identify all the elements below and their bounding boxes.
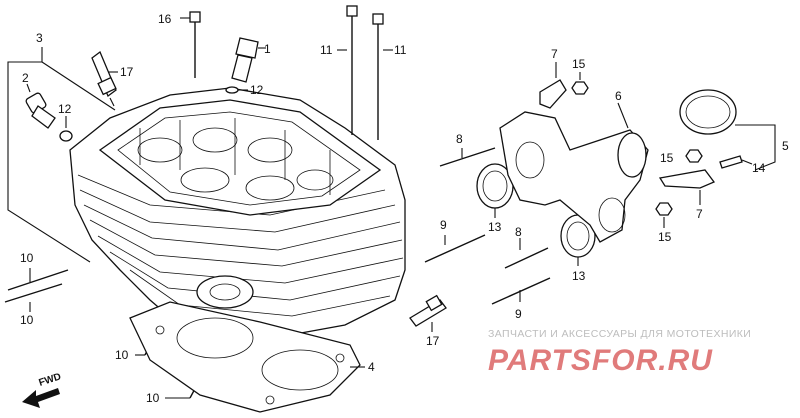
callout-11-left: 11 — [320, 43, 333, 57]
callout-11-right: 11 — [394, 43, 407, 57]
part-5-clamp — [679, 89, 776, 171]
callout-12-top: 12 — [250, 83, 264, 97]
callout-8-right: 8 — [515, 225, 522, 239]
callout-1: 1 — [264, 42, 271, 56]
callout-15-mid: 15 — [660, 151, 674, 165]
part-15-nuts — [571, 72, 703, 228]
callout-16: 16 — [158, 12, 172, 26]
callout-15-top: 15 — [572, 57, 586, 71]
part-7-bracket-right — [658, 169, 716, 205]
part-14-screw — [719, 155, 753, 169]
callout-12-left: 12 — [58, 102, 72, 116]
callout-14: 14 — [752, 161, 766, 175]
fwd-label: FWD — [38, 371, 63, 389]
callout-9-right: 9 — [515, 307, 522, 321]
callout-13-left: 13 — [488, 220, 502, 234]
callout-10-a: 10 — [20, 251, 34, 265]
callout-10-b: 10 — [20, 313, 34, 327]
callout-17-bottom: 17 — [426, 334, 440, 348]
forward-direction-indicator: FWD — [22, 371, 63, 408]
watermark-subtitle: ЗАПЧАСТИ И АКСЕССУАРЫ ДЛЯ МОТОТЕХНИКИ — [488, 328, 751, 340]
watermark: ЗАПЧАСТИ И АКСЕССУАРЫ ДЛЯ МОТОТЕХНИКИ PA… — [488, 328, 751, 377]
part-1-plug — [231, 37, 266, 83]
part-12-o-ring-top — [225, 86, 248, 94]
callout-10-d: 10 — [146, 391, 160, 405]
callout-15-bottom: 15 — [658, 230, 672, 244]
part-2-plug — [25, 83, 56, 129]
callout-9-left: 9 — [440, 218, 447, 232]
callout-labels: 3 2 12 17 16 1 12 11 11 10 10 10 10 4 17… — [20, 12, 789, 405]
cylinder-head — [69, 87, 406, 341]
callout-10-c: 10 — [115, 348, 129, 362]
part-4-head-gasket — [129, 301, 365, 413]
callout-3: 3 — [36, 31, 43, 45]
callout-8-top: 8 — [456, 132, 463, 146]
watermark-brand: PARTSFOR.RU — [488, 344, 713, 377]
callout-6: 6 — [615, 89, 622, 103]
part-16-bolt — [180, 11, 201, 78]
part-13-gaskets — [476, 163, 596, 266]
fwd-arrow-icon — [22, 388, 60, 408]
part-17-spark-plug-bottom — [409, 294, 447, 332]
part-11-studs — [337, 5, 393, 140]
callout-4: 4 — [368, 360, 375, 374]
callout-7-top: 7 — [551, 47, 558, 61]
callout-13-right: 13 — [572, 269, 586, 283]
callout-17-top: 17 — [120, 65, 134, 79]
callout-5: 5 — [782, 139, 789, 153]
callout-frame-3 — [7, 47, 116, 263]
part-6-intake-manifold — [499, 102, 649, 243]
callout-2: 2 — [22, 71, 29, 85]
part-7-bracket-top — [539, 62, 567, 109]
part-12-o-ring-left — [59, 116, 73, 142]
part-17-spark-plug-top — [91, 50, 118, 107]
part-8-9-studs — [424, 147, 551, 305]
callout-7-right: 7 — [696, 207, 703, 221]
